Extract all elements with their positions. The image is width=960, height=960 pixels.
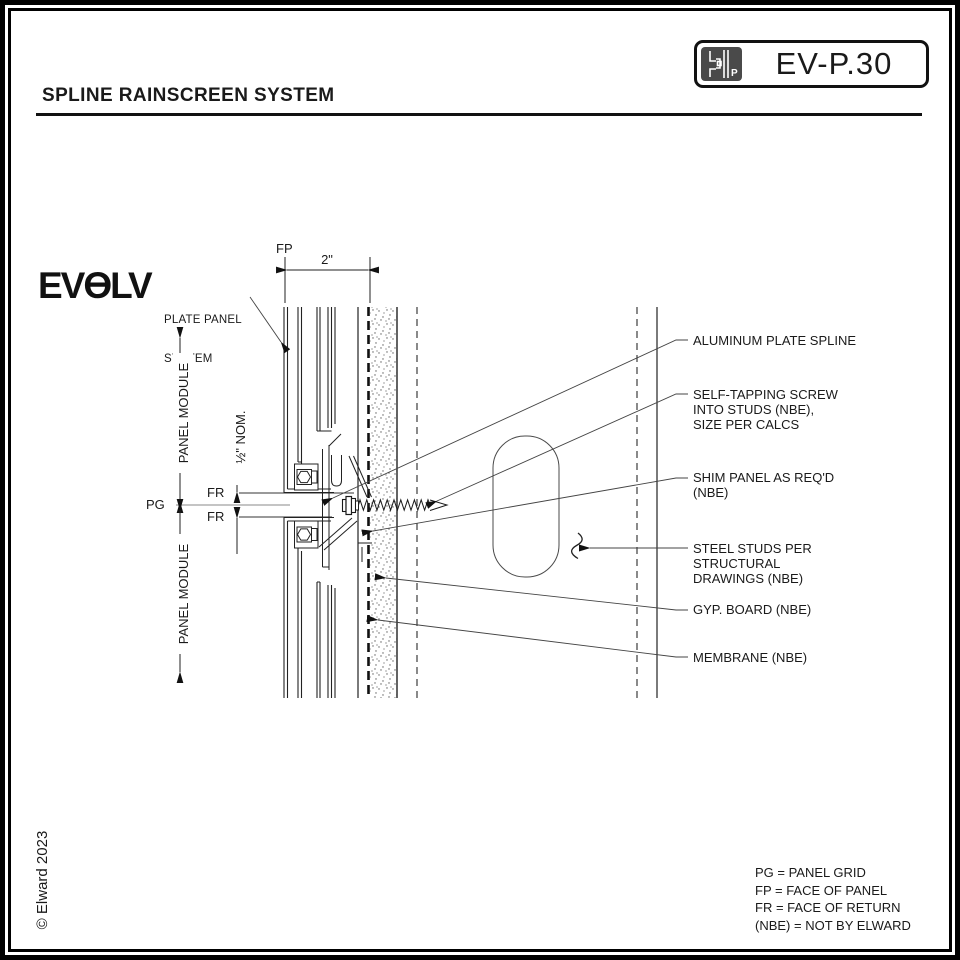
leader-self-tapping-screw [425, 393, 688, 509]
evolv-logo: EVƟLV [38, 267, 153, 304]
wall-layers [357, 307, 658, 698]
page-title: SPLINE RAINSCREEN SYSTEM [42, 85, 335, 106]
title-underline [36, 113, 922, 116]
pg-label: PG [146, 497, 165, 512]
callout-line: STRUCTURAL [693, 556, 781, 571]
callout-line: GYP. BOARD (NBE) [693, 602, 812, 617]
callout-line: DRAWINGS (NBE) [693, 571, 804, 586]
panel-lower [283, 516, 336, 698]
logo-lv: LV [110, 265, 153, 306]
screw-drill-tip [429, 499, 449, 511]
fr-top-label: FR [207, 485, 225, 500]
clip-lower-hex-bolt [296, 528, 312, 541]
panel-module-upper-label: PANEL MODULE [173, 353, 193, 473]
clip-wing-diagonals [318, 517, 358, 551]
callout-line: SELF-TAPPING SCREW [693, 387, 838, 402]
abbreviation-legend: PG = PANEL GRID FP = FACE OF PANEL FR = … [755, 864, 911, 934]
joint-hardware [294, 433, 372, 570]
screw-hex-head [345, 495, 353, 516]
legend-line-pg: PG = PANEL GRID [755, 865, 866, 880]
panel-lower-return [284, 516, 334, 522]
legend-line-nbe: (NBE) = NOT BY ELWARD [755, 917, 911, 933]
leader-shim-panel [361, 477, 688, 537]
callout-steel-studs: STEEL STUDS PER STRUCTURAL DRAWINGS (NBE… [693, 541, 812, 586]
callout-line: ALUMINUM PLATE SPLINE [693, 333, 857, 348]
logo-ev: EV [38, 265, 85, 306]
clip-upper-hex-bolt [296, 470, 312, 484]
callout-line: SHIM PANEL AS REQ'D [693, 470, 835, 485]
stud-break-squiggle [570, 532, 583, 560]
callout-shim-panel: SHIM PANEL AS REQ'D (NBE) [693, 470, 834, 500]
panel-upper [283, 307, 336, 494]
legend-line-fr: FR = FACE OF RETURN [755, 900, 901, 915]
panel-module-lower-label: PANEL MODULE [173, 534, 193, 654]
dim-2in-extension-lines [284, 257, 371, 303]
callout-line: SIZE PER CALCS [693, 417, 800, 432]
reference-lines [176, 492, 354, 518]
leader-membrane [366, 615, 688, 658]
logo-slashed-o: Ɵ [83, 265, 112, 306]
tagline-line-1: PLATE PANEL [164, 314, 242, 326]
fr-bottom-label: FR [207, 509, 225, 524]
screw-thread [358, 498, 431, 512]
shim-wedge-lines [348, 455, 372, 498]
callout-membrane: MEMBRANE (NBE) [693, 650, 807, 665]
fp-label: FP [276, 241, 293, 256]
detail-thumbnail-icon: P [701, 47, 742, 81]
shim-stack [358, 542, 372, 562]
leader-lines [249, 296, 688, 658]
copyright-notice: © Elward 2023 [33, 830, 51, 930]
callout-gyp-board: GYP. BOARD (NBE) [693, 602, 811, 617]
legend-line-fp: FP = FACE OF PANEL [755, 882, 888, 898]
leader-gyp-board [374, 573, 688, 611]
icon-letter: P [731, 68, 738, 79]
leader-aluminum-plate-spline [321, 339, 688, 506]
callout-line: MEMBRANE (NBE) [693, 650, 808, 665]
dim-2in-label: 2" [307, 252, 347, 267]
stud-knockout [492, 435, 560, 578]
callout-aluminum-plate-spline: ALUMINUM PLATE SPLINE [693, 333, 856, 348]
panel-hook-channel [331, 455, 342, 487]
leader-evolv-logo [249, 296, 291, 354]
callout-line: INTO STUDS (NBE), [693, 402, 815, 417]
callout-line: STEEL STUDS PER [693, 541, 812, 556]
sheet-number: EV-P.30 [775, 46, 893, 81]
spline-plate [322, 433, 342, 570]
half-nom-label: ½" NOM. [231, 389, 249, 485]
sheet-number-badge: P EV-P.30 [694, 40, 929, 88]
detail-icon-glyph: P [709, 50, 738, 79]
callout-self-tapping-screw: SELF-TAPPING SCREW INTO STUDS (NBE), SIZ… [693, 387, 838, 432]
callout-line: (NBE) [693, 485, 729, 500]
